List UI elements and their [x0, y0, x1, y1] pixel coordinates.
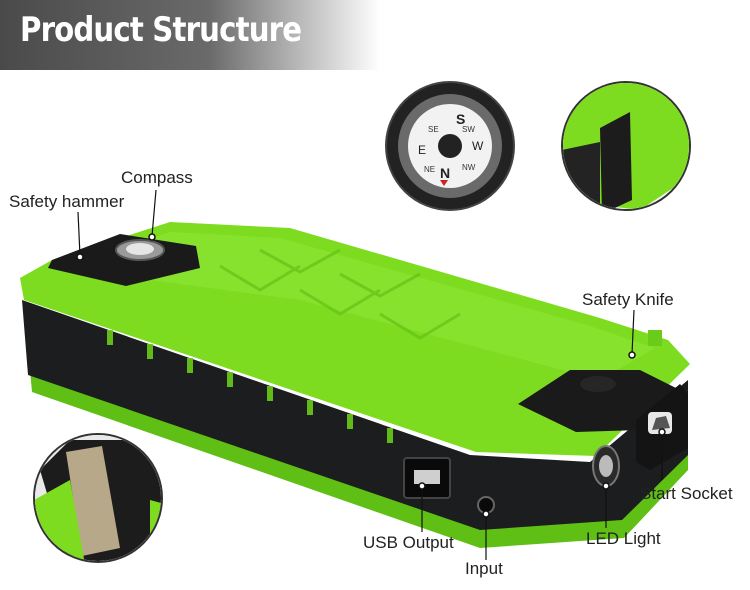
compass-letter-n: N — [440, 165, 450, 181]
compass-letter-s: S — [456, 111, 465, 127]
label-compass: Compass — [121, 168, 193, 187]
knife-closeup — [561, 81, 691, 211]
start-plate — [518, 370, 680, 432]
compass-letter-w: W — [472, 139, 484, 153]
label-safety-knife: Safety Knife — [582, 290, 674, 309]
leader-lines — [76, 189, 666, 560]
label-input: Input — [465, 559, 503, 578]
header-banner: Product Structure — [0, 0, 380, 70]
label-start-socket: Start Socket — [640, 484, 733, 503]
compass-letter-e: E — [418, 143, 426, 157]
label-safety-hammer: Safety hammer — [9, 192, 125, 211]
compass-letter-sw: SW — [462, 125, 475, 134]
compass-closeup: S N E W SE SW NE NW — [385, 81, 515, 211]
compass-letter-ne: NE — [424, 165, 435, 174]
jump-starter-device — [20, 222, 690, 548]
compass-letter-se: SE — [428, 125, 439, 134]
compass-letter-nw: NW — [462, 163, 476, 172]
page-title: Product Structure — [20, 10, 302, 50]
label-led-light: LED Light — [586, 529, 661, 548]
hammer-closeup — [33, 433, 163, 563]
label-usb-output: USB Output — [363, 533, 454, 552]
